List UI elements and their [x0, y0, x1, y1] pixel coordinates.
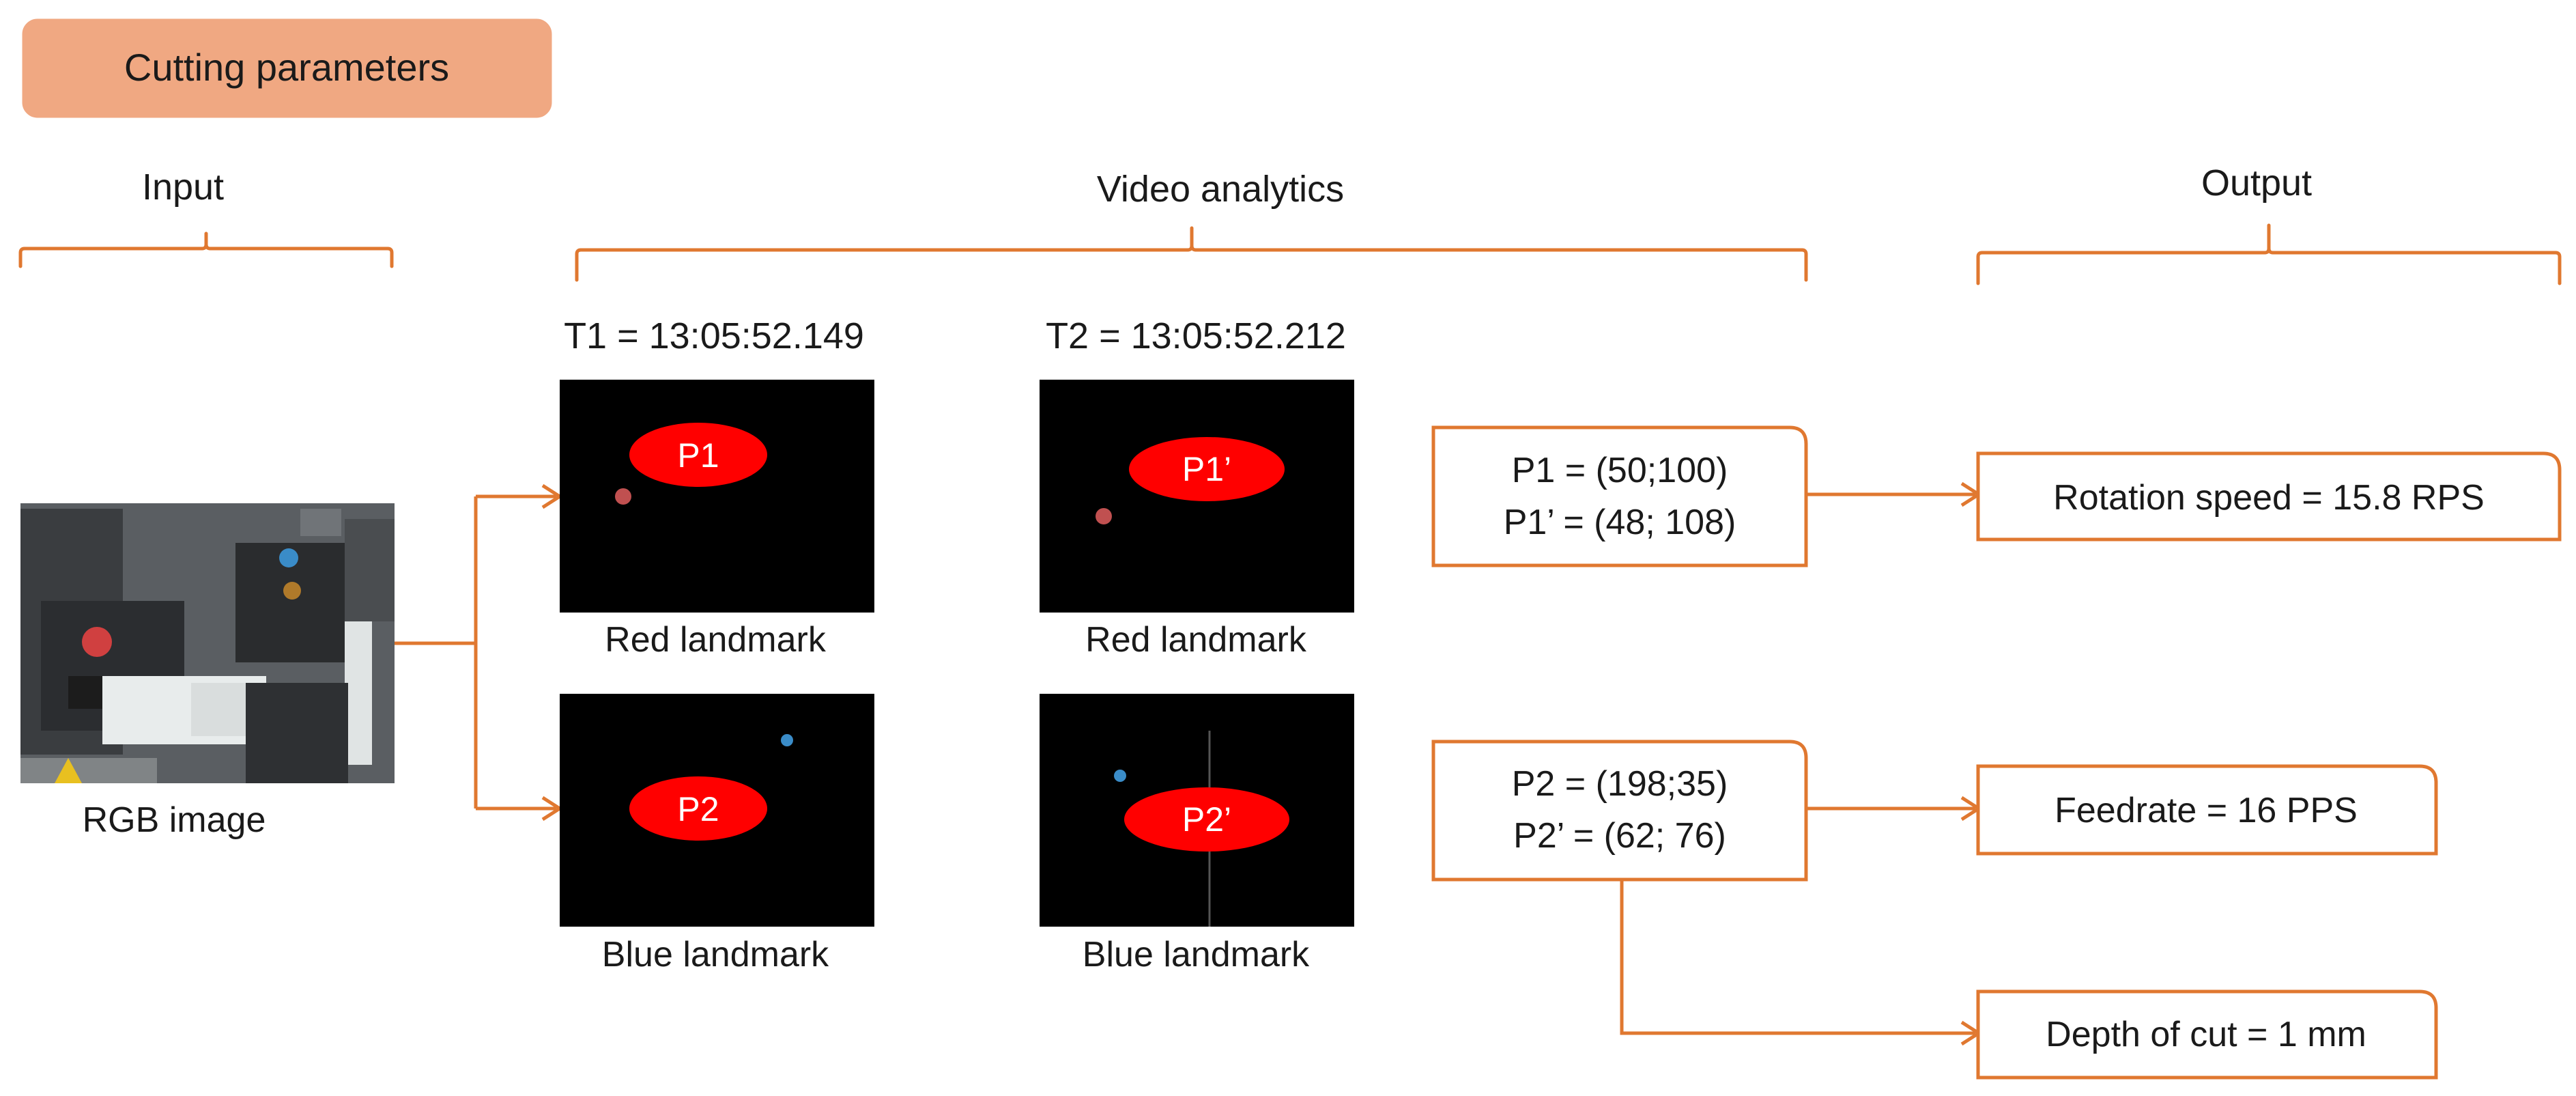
section-input-label: Input [142, 167, 224, 208]
input-split-connector [395, 496, 478, 809]
coords-red-line-1: P1 = (50;100) [1512, 451, 1728, 490]
frame-blue-t1: P2 [560, 694, 874, 927]
blue-dot-t2 [1114, 770, 1126, 782]
analytics-brace [575, 226, 1808, 282]
output-brace [1976, 223, 2562, 285]
frame-blue-t1-label-ellipse [629, 776, 767, 841]
blue-dot-t1 [781, 734, 793, 746]
red-dot-t1 [615, 488, 631, 505]
frame-blue-t2-label-ellipse [1124, 787, 1289, 852]
frame-red-t1-label-ellipse [629, 423, 767, 487]
output-feedrate-box: Feedrate = 16 PPS [1976, 764, 2438, 856]
red-dot-t2 [1096, 508, 1112, 524]
section-analytics-label: Video analytics [1097, 169, 1344, 210]
input-brace [18, 231, 394, 268]
output-rotation-text: Rotation speed = 15.8 RPS [2053, 478, 2485, 518]
frame-blue-t1-caption: Blue landmark [602, 935, 829, 974]
rgb-image-caption: RGB image [83, 800, 266, 840]
frame-red-t2-label-ellipse [1129, 437, 1285, 501]
title-text: Cutting parameters [124, 46, 449, 89]
frame-red-t2-label: P1’ [1182, 450, 1231, 488]
frame-red-t2-caption: Red landmark [1085, 620, 1307, 660]
frame-red-t1: P1 [560, 380, 874, 613]
coords-red-line-2: P1’ = (48; 108) [1504, 503, 1736, 542]
frame-red-t1-caption: Red landmark [605, 620, 827, 660]
arrow-to-depth [1620, 880, 1975, 1035]
coords-blue-box: P2 = (198;35) P2’ = (62; 76) [1431, 740, 1808, 882]
frame-blue-t2: P2’ [1040, 694, 1354, 927]
time-t2: T2 = 13:05:52.212 [1046, 315, 1346, 356]
title-box: Cutting parameters [22, 18, 552, 118]
frame-red-t1-label: P1 [677, 436, 719, 475]
frame-red-t2: P1’ [1040, 380, 1354, 613]
coords-red-box: P1 = (50;100) P1’ = (48; 108) [1431, 425, 1808, 567]
frame-blue-t2-label: P2’ [1182, 800, 1231, 839]
output-depth-box: Depth of cut = 1 mm [1976, 989, 2438, 1080]
frame-blue-t1-label: P2 [677, 790, 719, 828]
section-output-label: Output [2201, 163, 2312, 203]
output-depth-text: Depth of cut = 1 mm [2046, 1015, 2366, 1054]
output-rotation-box: Rotation speed = 15.8 RPS [1976, 451, 2562, 542]
coords-blue-line-2: P2’ = (62; 76) [1513, 816, 1726, 856]
frame-blue-t2-caption: Blue landmark [1083, 935, 1310, 974]
coords-blue-line-1: P2 = (198;35) [1512, 764, 1728, 804]
time-t1: T1 = 13:05:52.149 [564, 315, 864, 356]
rgb-image [20, 503, 395, 783]
output-feedrate-text: Feedrate = 16 PPS [2055, 791, 2358, 830]
